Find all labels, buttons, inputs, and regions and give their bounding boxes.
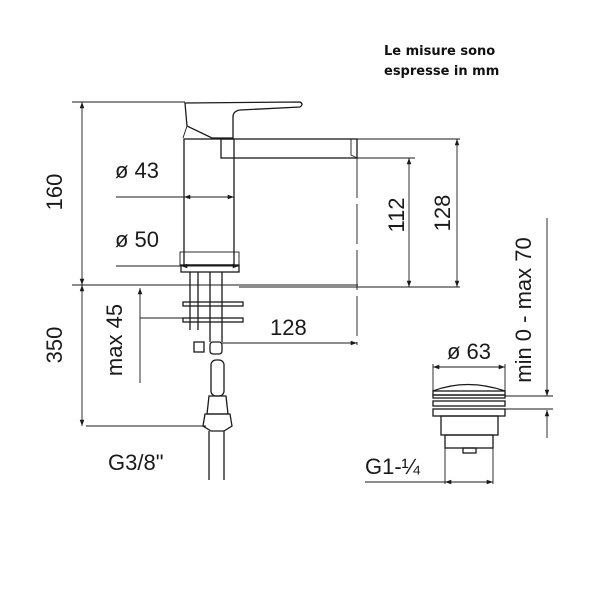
dim-waste-thread: G1-¼ <box>365 448 494 485</box>
dim-diameter-63: ø 63 <box>432 339 506 391</box>
units-note-line2: espresse in mm <box>384 64 500 79</box>
faucet-body <box>179 101 358 480</box>
dim-350: 350 <box>42 285 206 427</box>
svg-text:160: 160 <box>42 174 67 211</box>
svg-text:max 45: max 45 <box>102 304 127 376</box>
dim-160: 160 <box>42 101 185 285</box>
dim-spout-heights: 112 128 <box>239 138 460 288</box>
dim-diameter-43: ø 43 <box>115 158 234 200</box>
dim-inlet-thread: G3/8" <box>108 450 164 475</box>
svg-text:G1-¼: G1-¼ <box>365 454 421 479</box>
svg-text:ø 43: ø 43 <box>115 158 159 183</box>
svg-text:128: 128 <box>270 315 307 340</box>
dim-waste-thickness: min 0 - max 70 <box>505 218 553 438</box>
units-note-line1: Le misure sono <box>384 44 496 59</box>
svg-text:112: 112 <box>384 197 409 232</box>
dim-diameter-50: ø 50 <box>115 227 239 269</box>
svg-text:ø 50: ø 50 <box>115 227 159 252</box>
waste-drain <box>432 383 506 454</box>
svg-text:min 0 - max 70: min 0 - max 70 <box>511 237 536 383</box>
dim-spout-reach: 128 <box>222 158 358 346</box>
svg-text:128: 128 <box>430 195 455 232</box>
svg-text:ø 63: ø 63 <box>447 339 491 364</box>
dim-max-45: max 45 <box>102 288 183 383</box>
svg-text:350: 350 <box>42 327 67 364</box>
units-note: Le misure sono espresse in mm <box>384 42 499 82</box>
